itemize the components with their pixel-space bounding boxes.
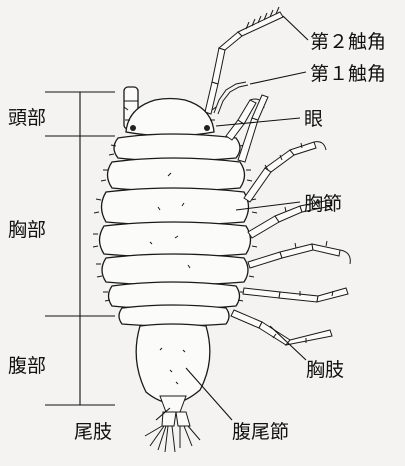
label-antenna-1: 第１触角 bbox=[310, 63, 386, 85]
label-thorax: 胸部 bbox=[8, 219, 46, 241]
left-eye-icon bbox=[130, 125, 136, 131]
label-thoracic-limb: 胸肢 bbox=[306, 359, 344, 381]
label-antenna-2: 第２触角 bbox=[310, 31, 386, 53]
thoracic-segments bbox=[93, 134, 257, 326]
label-uropod: 尾肢 bbox=[74, 421, 112, 443]
antenna-2 bbox=[205, 7, 283, 114]
label-thoracic-segment: 胸節 bbox=[304, 193, 342, 215]
label-head: 頭部 bbox=[8, 107, 46, 129]
antenna-1 bbox=[214, 82, 248, 114]
head-segment bbox=[124, 87, 216, 136]
uropods bbox=[145, 396, 200, 452]
label-eye: 眼 bbox=[304, 108, 323, 130]
right-eye-icon bbox=[204, 125, 210, 131]
label-pleotelson: 腹尾節 bbox=[232, 421, 289, 443]
label-abdomen: 腹部 bbox=[8, 355, 46, 377]
pleotelson bbox=[136, 324, 210, 404]
